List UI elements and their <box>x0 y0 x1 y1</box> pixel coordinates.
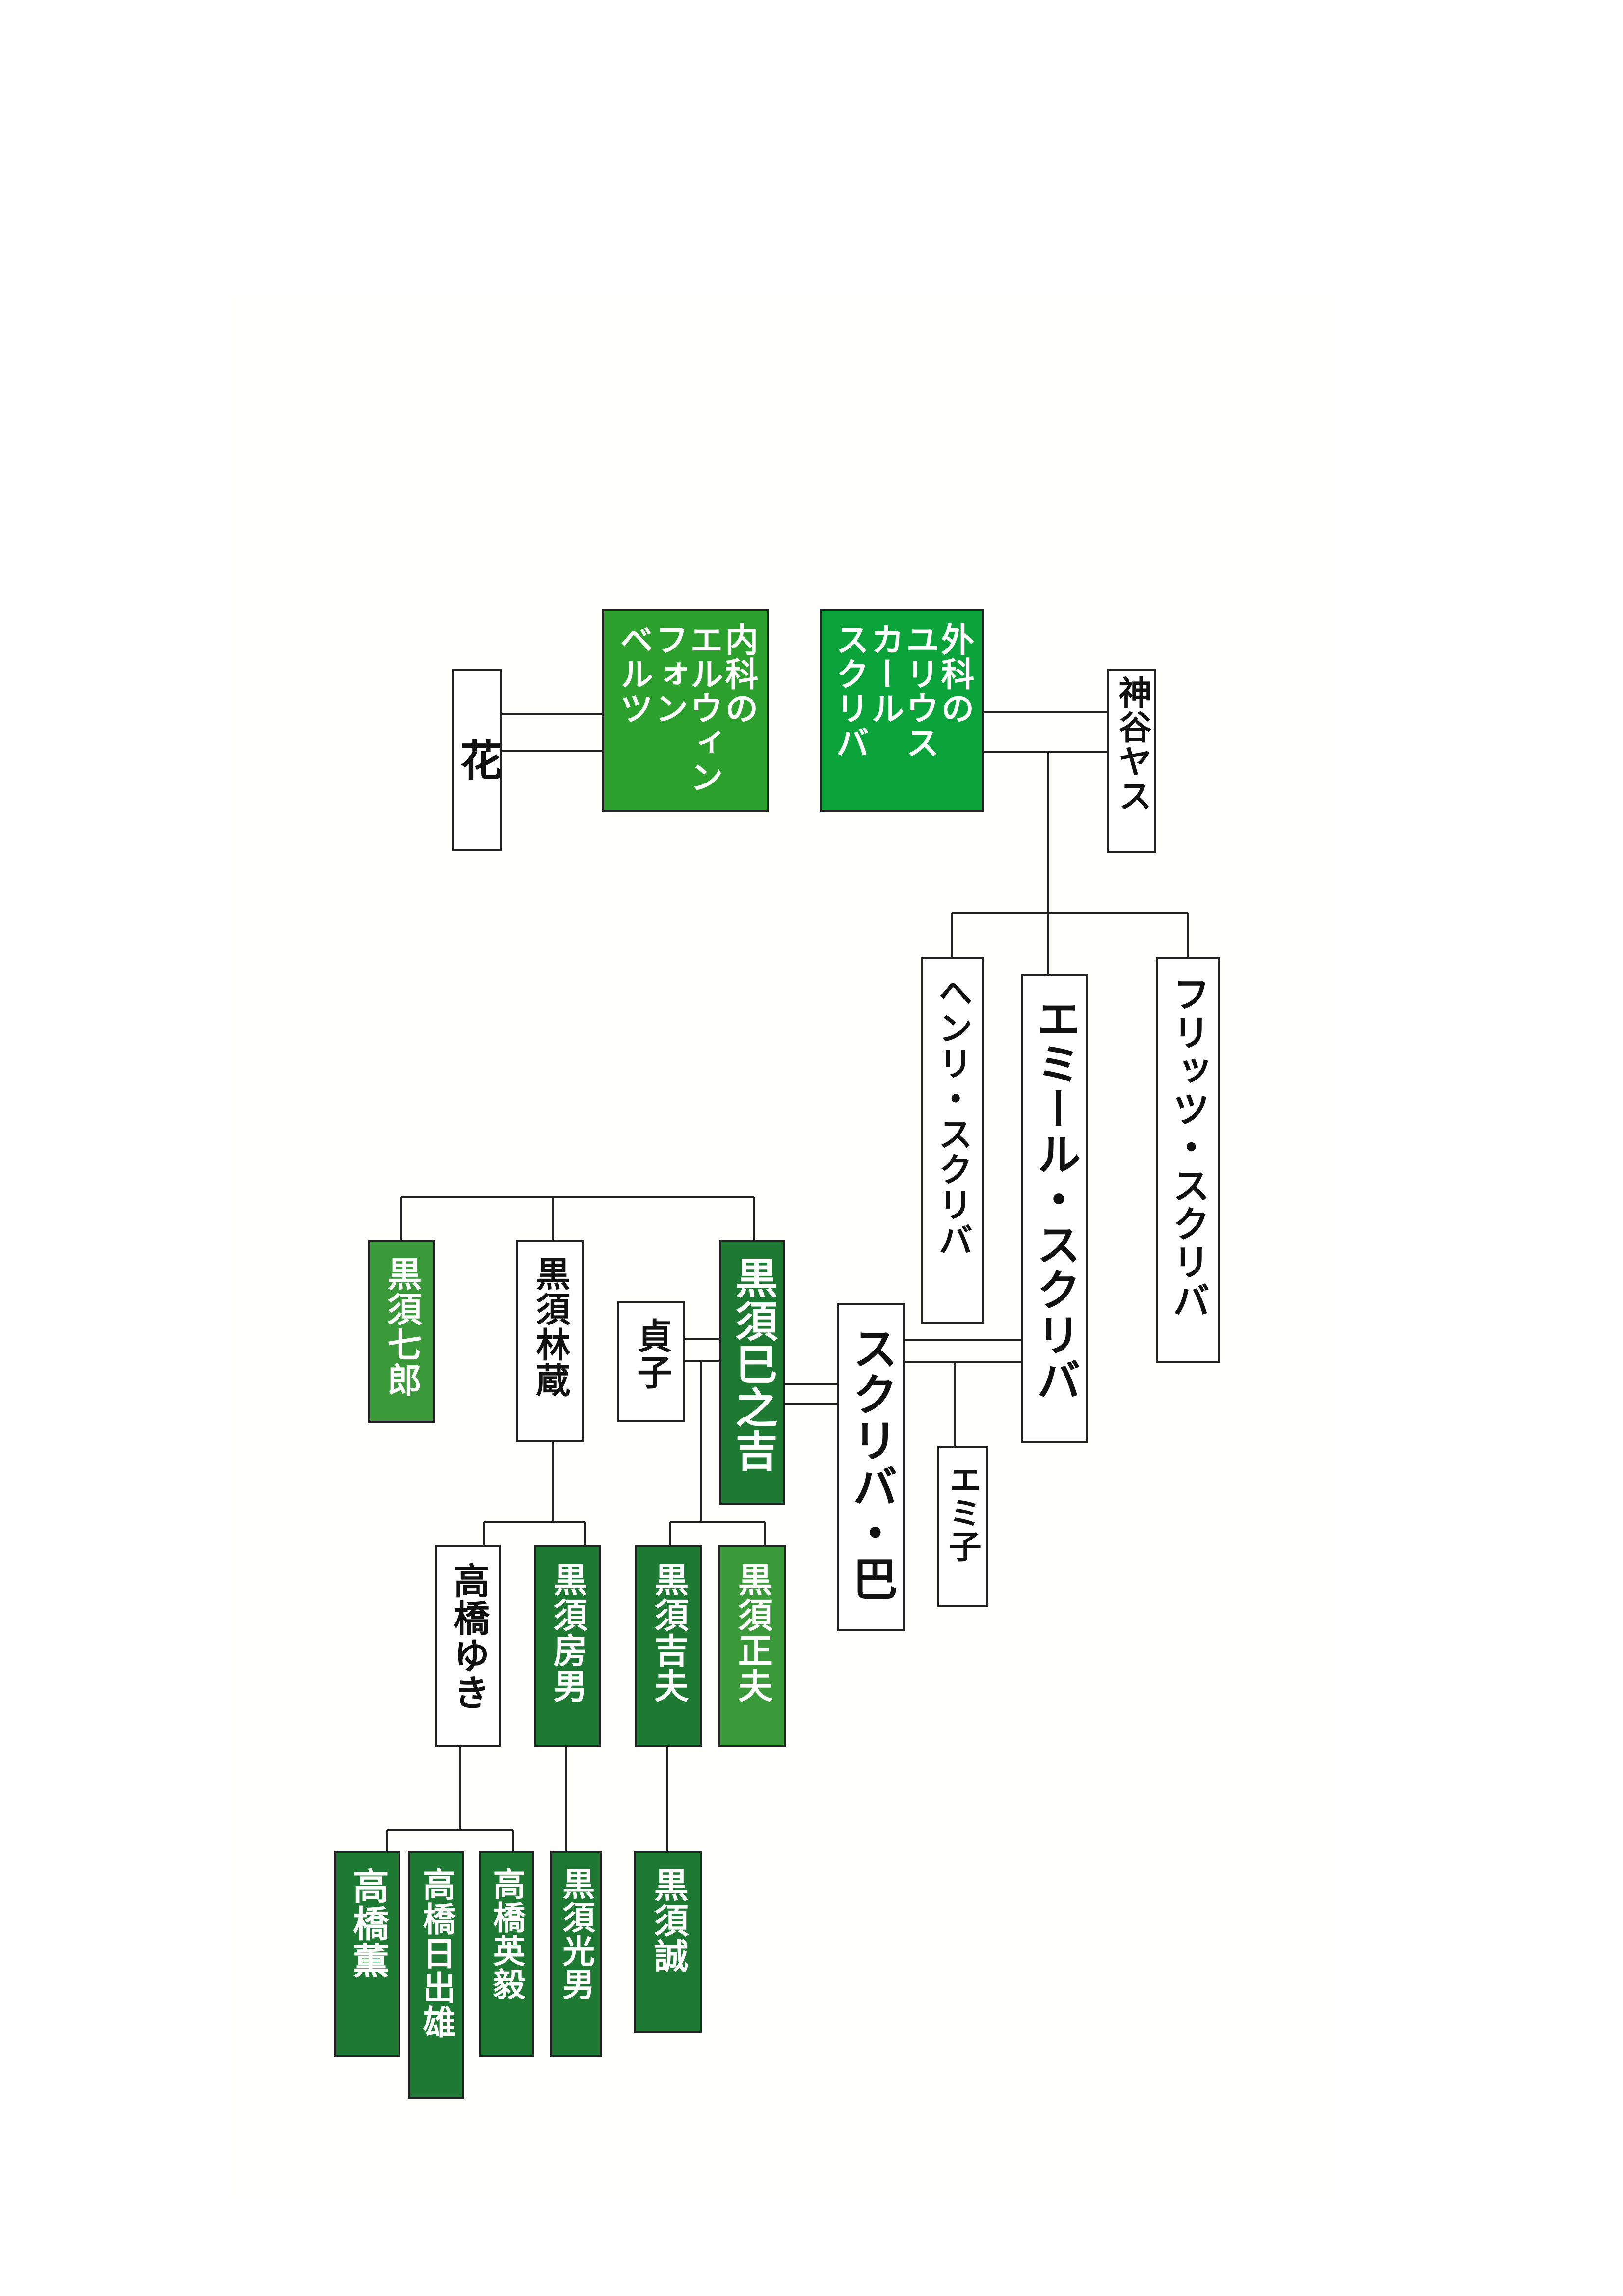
name-line: フォン <box>649 622 688 726</box>
person-node-shichiro: 黒須七郎 <box>368 1240 435 1423</box>
person-node-makoto: 黒須誠 <box>634 1851 702 2033</box>
person-node-kamiya: 神谷ヤス <box>1107 669 1156 853</box>
name-line: ベルツ <box>613 622 653 726</box>
marriage-line-emil-tomoe <box>905 1339 1021 1363</box>
marriage-line-scriba-kamiya <box>984 711 1107 753</box>
name-line: 黒須誠 <box>648 1867 689 1973</box>
person-node-yoshio: 黒須吉夫 <box>635 1545 702 1747</box>
name-line: 黒須房男 <box>547 1562 588 1703</box>
name-line: 黒須吉夫 <box>648 1562 689 1703</box>
person-node-tomoe: スクリバ・巴 <box>837 1303 905 1631</box>
person-node-rinzo: 黒須林蔵 <box>516 1240 584 1442</box>
person-node-belz: 内科の エルウィン フォン ベルツ <box>602 609 769 812</box>
person-node-hana: 花 <box>452 669 502 851</box>
name-line: カール <box>865 622 904 726</box>
person-node-hidetake: 高橋英毅 <box>479 1851 534 2057</box>
person-node-mitsuo: 黒須光男 <box>550 1851 602 2057</box>
children-line-scriba <box>951 752 1189 974</box>
sibling-line-kurosu <box>400 1196 755 1240</box>
marriage-line-hana-belz <box>502 713 602 752</box>
person-node-yuki: 高橋ゆき <box>435 1545 501 1747</box>
name-line: 高橋日出雄 <box>416 1867 455 2039</box>
name-line: ユリウス <box>900 622 939 760</box>
marriage-line-sadako-minokichi <box>685 1338 719 1362</box>
person-node-scriba: 外科の ユリウス カール スクリバ <box>820 609 984 812</box>
person-node-fusao: 黒須房男 <box>534 1545 601 1747</box>
name-line: 高橋英毅 <box>487 1867 526 2001</box>
name-line: エルウィン <box>684 622 723 794</box>
name-line: 内科の <box>718 622 758 726</box>
name-line: ヘンリ・スクリバ <box>932 975 973 1258</box>
name-line: 黒須巳之吉 <box>728 1256 777 1472</box>
person-node-sadako: 貞子 <box>617 1301 685 1422</box>
person-node-masao: 黒須正夫 <box>718 1545 786 1747</box>
name-line: 外科の <box>934 622 974 726</box>
name-line: 高橋薫 <box>346 1867 389 1979</box>
name-line: エミ子 <box>943 1463 982 1563</box>
person-node-emil: エミール・スクリバ <box>1021 974 1088 1443</box>
name-line: 花 <box>452 738 502 782</box>
name-line: 高橋ゆき <box>447 1562 490 1711</box>
name-line: スクリバ・巴 <box>845 1325 898 1602</box>
name-line: 黒須七郎 <box>381 1256 422 1398</box>
person-node-minokichi: 黒須巳之吉 <box>719 1240 785 1505</box>
name-line: 黒須正夫 <box>732 1562 773 1703</box>
person-node-fritz: フリッツ・スクリバ <box>1156 957 1220 1363</box>
name-line: 黒須光男 <box>557 1867 595 2001</box>
name-line: 貞子 <box>631 1318 672 1390</box>
name-line: エミール・スクリバ <box>1029 996 1081 1403</box>
children-line-rinzo <box>483 1442 586 1545</box>
children-line-yuki <box>386 1747 514 1851</box>
name-line: フリッツ・スクリバ <box>1166 975 1210 1320</box>
person-node-hideo: 高橋日出雄 <box>408 1851 464 2099</box>
name-line: スクリバ <box>829 622 869 760</box>
name-line: 黒須林蔵 <box>530 1256 571 1398</box>
person-node-emiko: エミ子 <box>937 1446 988 1607</box>
person-node-kaoru: 高橋薫 <box>334 1851 400 2057</box>
children-line-minokichi <box>669 1361 766 1545</box>
person-node-henry: ヘンリ・スクリバ <box>921 957 984 1324</box>
marriage-line-minokichi-tomoe <box>785 1383 837 1405</box>
name-line: 神谷ヤス <box>1112 675 1151 813</box>
